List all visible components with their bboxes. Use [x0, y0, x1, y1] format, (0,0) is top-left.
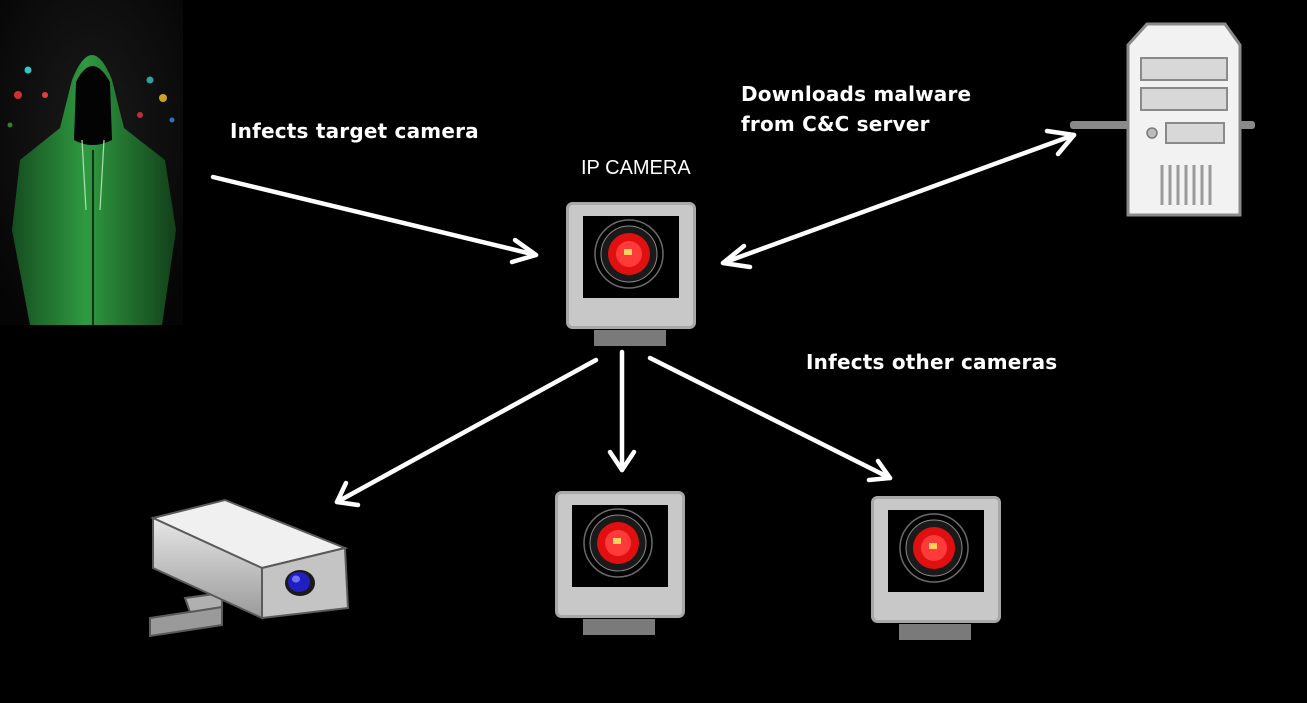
arrow-camera-to-camera-3 — [647, 355, 893, 483]
arrow-camera-to-camera-2 — [607, 349, 637, 473]
downloads-malware-label: Downloads malware from C&C server — [741, 79, 971, 139]
arrow-attacker-to-camera — [210, 174, 539, 265]
arrow-camera-server-bidirectional — [720, 128, 1077, 270]
hooded-hacker-icon — [0, 0, 183, 325]
infects-target-label: Infects target camera — [230, 119, 479, 143]
downloads-malware-line-1: Downloads malware — [741, 82, 972, 106]
arrow-camera-to-cctv — [334, 357, 599, 508]
infects-others-label: Infects other cameras — [806, 350, 1058, 374]
ip-camera-2-icon — [555, 491, 685, 637]
ip-camera-3-icon — [871, 496, 1001, 642]
downloads-malware-line-2: from C&C server — [741, 112, 930, 136]
ip-camera-label: IP CAMERA — [581, 157, 691, 179]
cnc-server-icon — [1070, 22, 1255, 217]
main-ip-camera-icon — [566, 202, 696, 348]
cctv-camera-icon — [149, 498, 350, 638]
